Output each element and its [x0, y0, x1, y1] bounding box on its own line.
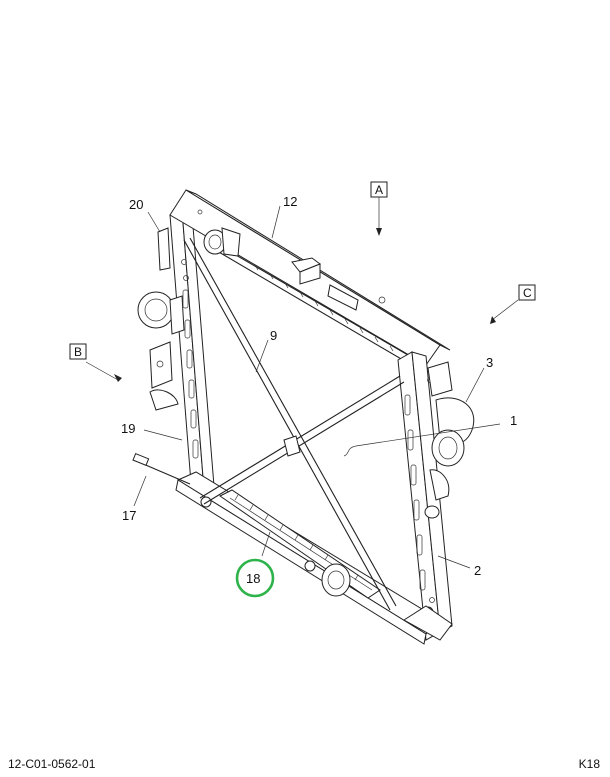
- callout-18-highlight-ring: [235, 558, 275, 598]
- callout-2: 2: [474, 563, 481, 578]
- svg-text:C: C: [523, 286, 532, 300]
- top-left-fitting: [203, 227, 241, 257]
- left-upright: [169, 209, 215, 497]
- callout-17: 17: [122, 508, 136, 523]
- diagonal-braces: [183, 237, 405, 611]
- bottom-rail: [175, 471, 453, 645]
- callout-18: 18: [246, 571, 260, 586]
- left-inlet-fitting: [137, 227, 185, 411]
- callout-9: 9: [270, 328, 277, 343]
- callout-19: 19: [121, 421, 135, 436]
- svg-text:B: B: [74, 345, 82, 359]
- top-rail: [169, 189, 451, 371]
- callout-12: 12: [283, 194, 297, 209]
- callout-1: 1: [510, 413, 517, 428]
- page-code: K18: [578, 757, 600, 771]
- right-tank-outlet: [424, 361, 475, 519]
- callout-3: 3: [486, 355, 493, 370]
- view-label-c: C: [490, 284, 536, 324]
- sensor-wire: [132, 452, 191, 485]
- right-upright: [397, 351, 453, 641]
- view-label-a: A: [370, 181, 388, 236]
- callout-20: 20: [129, 197, 143, 212]
- svg-text:A: A: [375, 183, 383, 197]
- leader-lines: [133, 205, 501, 569]
- view-label-b: B: [69, 343, 122, 382]
- document-id: 12-C01-0562-01: [8, 757, 96, 771]
